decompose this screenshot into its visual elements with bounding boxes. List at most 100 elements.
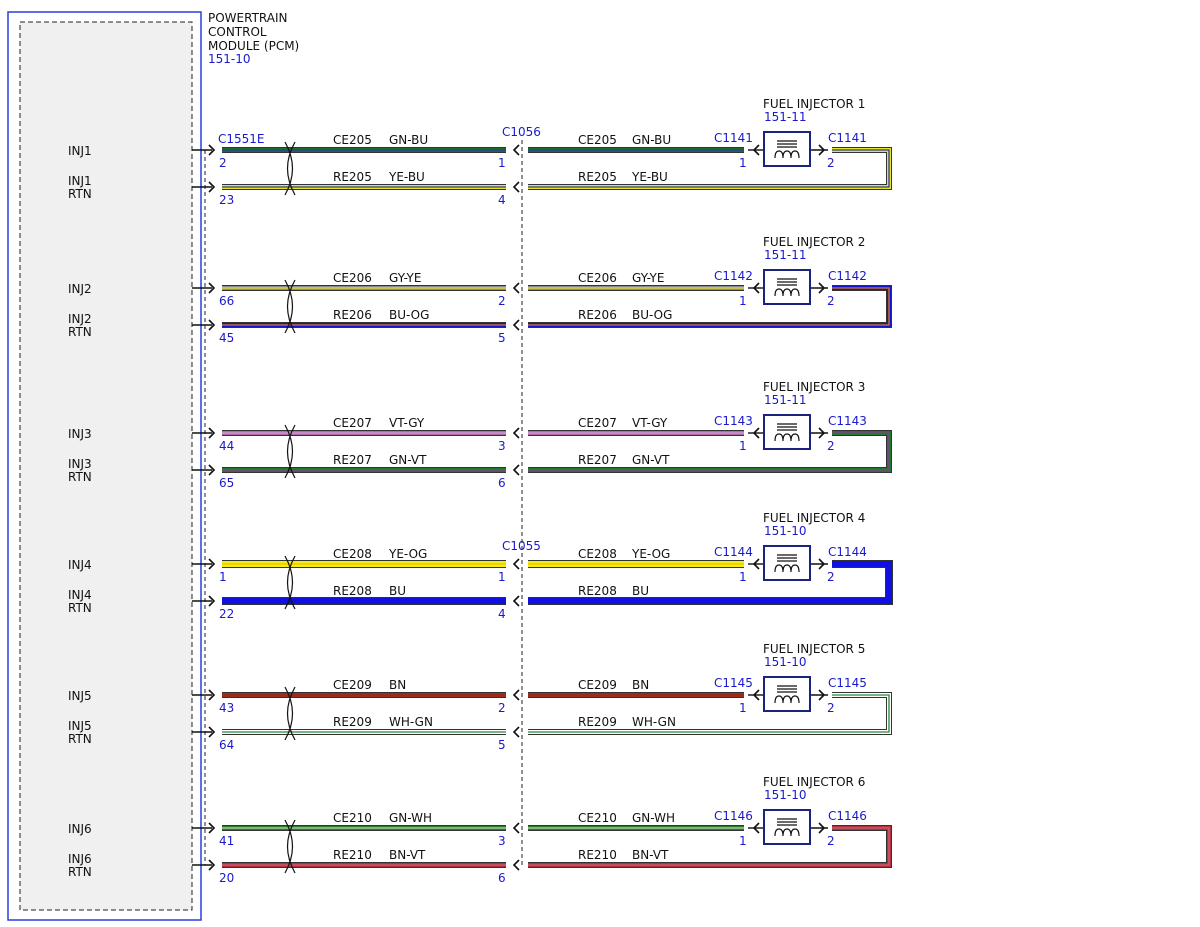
inline-signal-pin: 3	[498, 439, 506, 453]
return-circuit-label: RE208	[333, 584, 372, 598]
return-circuit-label: RE207	[578, 453, 617, 467]
pcm-title-line-1: POWERTRAIN	[208, 11, 288, 25]
pcm-title-line-2: CONTROL	[208, 25, 267, 39]
pcm-signal-pin: 1	[219, 570, 227, 584]
return-wire-injector-side	[528, 825, 892, 868]
injector-pin-1: 1	[739, 294, 747, 308]
inline-signal-pin: 2	[498, 701, 506, 715]
return-circuit-label: RE210	[333, 848, 372, 862]
return-wire-injector-side	[528, 560, 893, 605]
injector-pin-2: 2	[827, 834, 835, 848]
signal-circuit-label: CE207	[333, 416, 372, 430]
twisted-pair-marker	[286, 686, 296, 741]
injector-connector-label-left: C1142	[714, 269, 753, 283]
injector-pin-1: 1	[739, 439, 747, 453]
pcm-signal-terminal	[208, 822, 216, 834]
injector-ref: 151-11	[764, 248, 807, 262]
signal-circuit-label: CE205	[333, 133, 372, 147]
pcm-signal-terminal	[208, 558, 216, 570]
pcm-ref: 151-10	[208, 52, 251, 66]
return-color-label: WH-GN	[632, 715, 676, 729]
signal-circuit-label: CE210	[333, 811, 372, 825]
inline-signal-terminal	[512, 822, 520, 834]
inline-return-terminal	[512, 464, 520, 476]
inline-signal-terminal	[512, 427, 520, 439]
injector-connector-label-right: C1144	[828, 545, 867, 559]
injector-connector-label-left: C1145	[714, 676, 753, 690]
return-wire-injector-side	[528, 692, 892, 735]
inline-signal-pin: 2	[498, 294, 506, 308]
pcm-signal-pin: 44	[219, 439, 234, 453]
signal-color-label: BN	[389, 678, 406, 692]
pcm-connector-label: C1551E	[218, 132, 265, 146]
pcm-signal-pin: 2	[219, 156, 227, 170]
injector-terminal-1	[752, 558, 760, 570]
injector-terminal-1	[752, 822, 760, 834]
pcm-signal-terminal	[208, 689, 216, 701]
pcm-module-body	[19, 21, 193, 911]
inline-signal-pin: 1	[498, 570, 506, 584]
signal-circuit-label: CE208	[578, 547, 617, 561]
inline-return-pin: 4	[498, 607, 506, 621]
pcm-return-pin: 64	[219, 738, 234, 752]
pcm-return-pin: 23	[219, 193, 234, 207]
pcm-return-label-rtn: RTN	[68, 601, 92, 615]
inline-signal-terminal	[512, 282, 520, 294]
inline-signal-pin: 3	[498, 834, 506, 848]
pcm-signal-label: INJ6	[68, 822, 92, 836]
signal-circuit-label: CE208	[333, 547, 372, 561]
return-circuit-label: RE209	[333, 715, 372, 729]
injector-pin-1: 1	[739, 834, 747, 848]
injector-terminal-1	[752, 427, 760, 439]
inline-connector-top-label: C1056	[502, 125, 541, 139]
signal-circuit-label: CE209	[578, 678, 617, 692]
twisted-pair-marker	[284, 424, 294, 479]
twisted-pair-marker	[284, 819, 294, 874]
inline-return-terminal	[512, 595, 520, 607]
injector-title: FUEL INJECTOR 3	[763, 380, 865, 394]
pcm-signal-label: INJ2	[68, 282, 92, 296]
inline-signal-pin: 1	[498, 156, 506, 170]
pcm-return-terminal	[208, 464, 216, 476]
injector-pin-2: 2	[827, 701, 835, 715]
injector-pin-2: 2	[827, 294, 835, 308]
return-color-label: GN-VT	[389, 453, 427, 467]
injector-connector-label-left: C1146	[714, 809, 753, 823]
signal-circuit-label: CE205	[578, 133, 617, 147]
pcm-signal-pin: 41	[219, 834, 234, 848]
return-color-label: BN-VT	[632, 848, 669, 862]
pcm-return-terminal	[208, 319, 216, 331]
return-circuit-label: RE208	[578, 584, 617, 598]
inline-signal-terminal	[512, 689, 520, 701]
signal-color-label: YE-OG	[631, 547, 670, 561]
pcm-return-pin: 45	[219, 331, 234, 345]
return-wire-injector-side	[528, 430, 892, 473]
return-circuit-label: RE205	[333, 170, 372, 184]
injector-pin-1: 1	[739, 701, 747, 715]
pcm-return-label: INJ4	[68, 588, 92, 602]
signal-color-label: YE-OG	[388, 547, 427, 561]
return-color-label: BU-OG	[389, 308, 429, 322]
twisted-pair-marker	[284, 141, 294, 196]
pcm-signal-terminal	[208, 282, 216, 294]
inline-return-pin: 4	[498, 193, 506, 207]
injector-title: FUEL INJECTOR 5	[763, 642, 865, 656]
injector-connector-label-left: C1144	[714, 545, 753, 559]
injector-connector-label-right: C1146	[828, 809, 867, 823]
pcm-signal-label: INJ4	[68, 558, 92, 572]
pcm-return-terminal	[208, 595, 216, 607]
fuel-injector-icon	[763, 269, 811, 305]
inline-return-terminal	[512, 726, 520, 738]
return-circuit-label: RE210	[578, 848, 617, 862]
injector-title: FUEL INJECTOR 4	[763, 511, 865, 525]
injector-pin-1: 1	[739, 156, 747, 170]
injector-terminal-2	[818, 822, 826, 834]
return-color-label: BN-VT	[389, 848, 426, 862]
injector-terminal-2	[818, 558, 826, 570]
twisted-pair-marker	[284, 555, 294, 610]
pcm-signal-terminal	[208, 144, 216, 156]
pcm-signal-terminal	[208, 427, 216, 439]
injector-pin-2: 2	[827, 570, 835, 584]
